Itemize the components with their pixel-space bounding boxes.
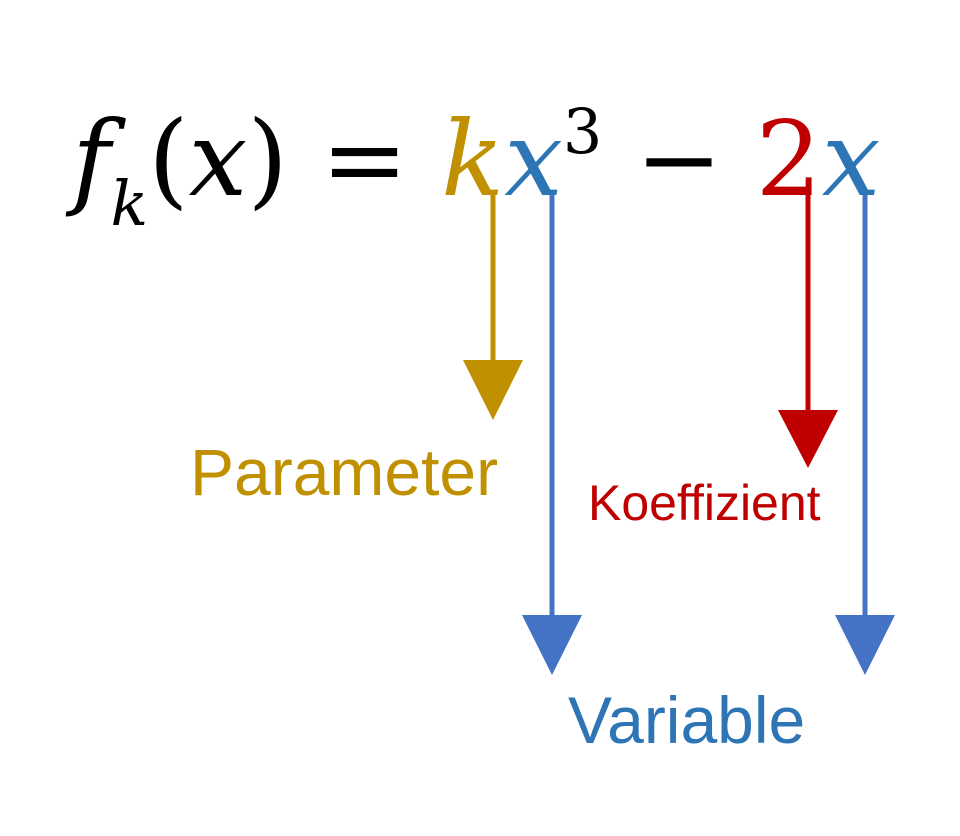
exponent: 3: [562, 95, 603, 168]
variable-arrow-2: [835, 195, 895, 675]
variable-label: Variable: [568, 683, 806, 757]
equals-sign: =: [287, 98, 442, 220]
open-paren: (: [148, 98, 189, 220]
formula: fk(x) = kx3 − 2x: [72, 62, 880, 240]
coefficient-arrow: [778, 195, 838, 468]
function-name: f: [72, 98, 111, 220]
minus-sign: −: [602, 98, 756, 220]
argument-x: x: [188, 98, 248, 220]
coefficient-label: Koeffizient: [588, 475, 821, 531]
function-subscript: k: [110, 167, 149, 240]
close-paren: ): [247, 98, 288, 220]
parameter-arrow: [463, 195, 523, 420]
variable-arrow-1: [522, 195, 582, 675]
parameter-label: Parameter: [190, 435, 499, 509]
variable-x-linear: x: [821, 98, 881, 220]
coefficient-2: 2: [755, 98, 822, 220]
